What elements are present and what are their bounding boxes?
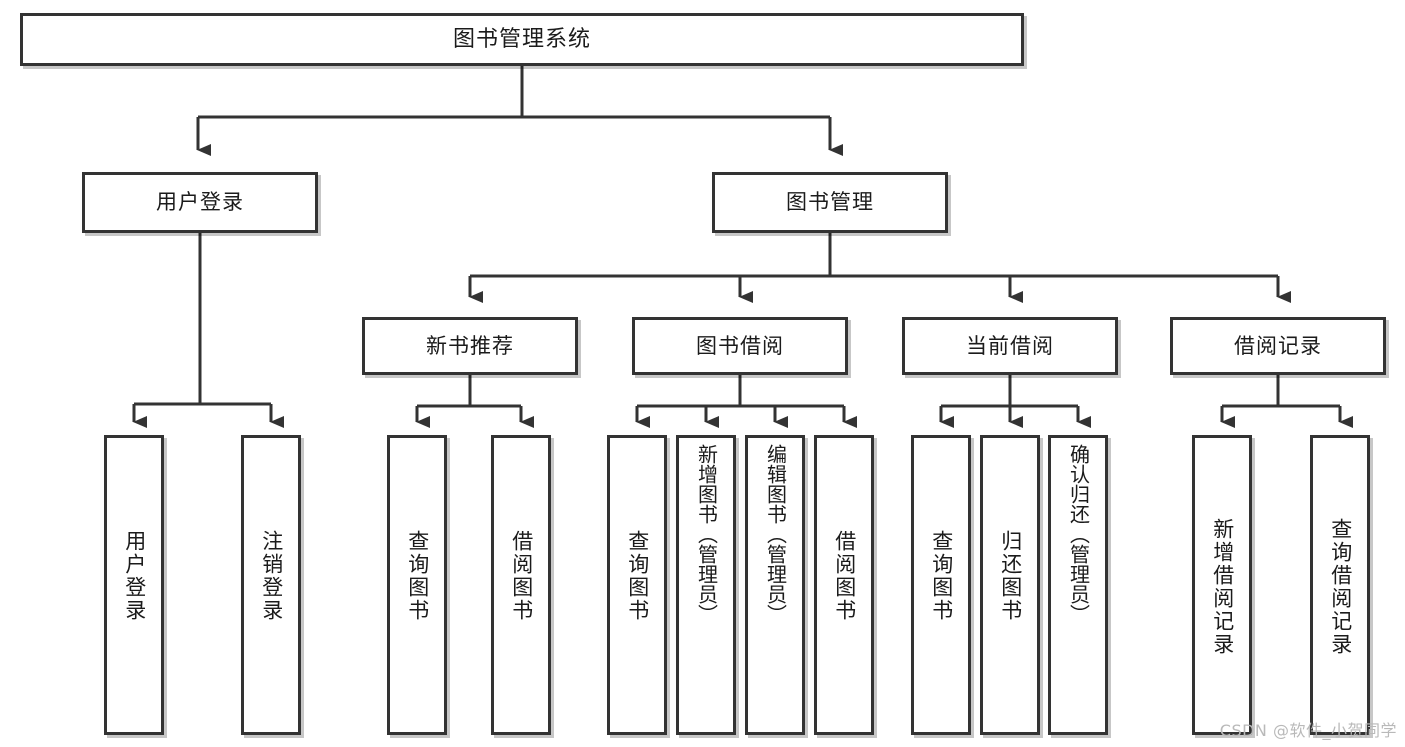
node-book-manage[interactable]: 图书管理 <box>712 172 948 233</box>
node-current-borrow[interactable]: 当前借阅 <box>902 317 1118 375</box>
node-leaf-current-2[interactable]: 归还图书 <box>980 435 1040 735</box>
watermark: CSDN @软件_小贺同学 <box>1219 721 1397 740</box>
node-book-manage-label: 图书管理 <box>786 190 874 215</box>
node-new-book-rec[interactable]: 新书推荐 <box>362 317 578 375</box>
node-borrow-record[interactable]: 借阅记录 <box>1170 317 1386 375</box>
node-leaf-new-book-1-label: 查询图书 <box>405 530 430 622</box>
node-user-login-label: 用户登录 <box>156 190 244 215</box>
node-leaf-borrow-4[interactable]: 借阅图书 <box>814 435 874 735</box>
node-leaf-new-book-2[interactable]: 借阅图书 <box>491 435 551 735</box>
node-leaf-record-1[interactable]: 新增借阅记录 <box>1192 435 1252 735</box>
node-leaf-record-1-label: 新增借阅记录 <box>1210 518 1235 656</box>
node-leaf-borrow-1[interactable]: 查询图书 <box>607 435 667 735</box>
node-leaf-record-2[interactable]: 查询借阅记录 <box>1310 435 1370 735</box>
node-leaf-borrow-3-label: 编辑图书（管理员） <box>763 444 788 624</box>
node-leaf-current-2-label: 归还图书 <box>998 530 1023 622</box>
node-leaf-new-book-1[interactable]: 查询图书 <box>387 435 447 735</box>
node-leaf-current-3-label: 确认归还（管理员） <box>1066 444 1091 624</box>
node-leaf-current-3[interactable]: 确认归还（管理员） <box>1048 435 1108 735</box>
node-leaf-user-login-1-label: 用户登录 <box>122 530 147 622</box>
node-root-label: 图书管理系统 <box>452 26 591 52</box>
node-new-book-rec-label: 新书推荐 <box>426 333 514 358</box>
node-leaf-user-login-1[interactable]: 用户登录 <box>104 435 164 735</box>
node-leaf-record-2-label: 查询借阅记录 <box>1328 518 1353 656</box>
node-root[interactable]: 图书管理系统 <box>20 13 1024 66</box>
node-leaf-new-book-2-label: 借阅图书 <box>509 530 534 622</box>
node-leaf-borrow-4-label: 借阅图书 <box>832 530 857 622</box>
node-user-login[interactable]: 用户登录 <box>82 172 318 233</box>
node-leaf-borrow-2[interactable]: 新增图书（管理员） <box>676 435 736 735</box>
node-leaf-borrow-2-label: 新增图书（管理员） <box>694 444 719 624</box>
node-leaf-current-1[interactable]: 查询图书 <box>911 435 971 735</box>
node-leaf-user-login-2-label: 注销登录 <box>259 530 284 622</box>
node-leaf-borrow-1-label: 查询图书 <box>625 530 650 622</box>
node-current-borrow-label: 当前借阅 <box>966 333 1054 358</box>
node-book-borrow[interactable]: 图书借阅 <box>632 317 848 375</box>
node-leaf-current-1-label: 查询图书 <box>929 530 954 622</box>
node-leaf-user-login-2[interactable]: 注销登录 <box>241 435 301 735</box>
node-leaf-borrow-3[interactable]: 编辑图书（管理员） <box>745 435 805 735</box>
node-borrow-record-label: 借阅记录 <box>1234 333 1322 358</box>
node-book-borrow-label: 图书借阅 <box>696 333 784 358</box>
